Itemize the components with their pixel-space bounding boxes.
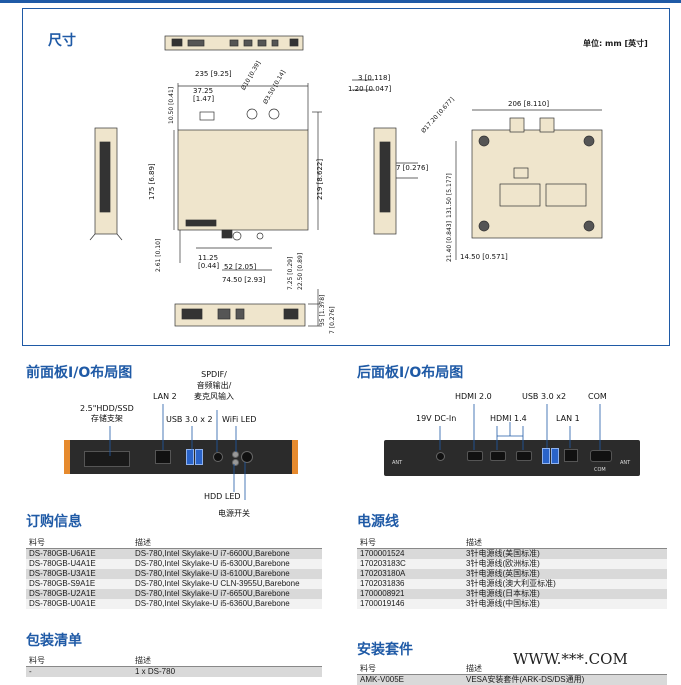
- dim-21-4: 21.40 [0.843]: [446, 221, 453, 262]
- spdif-label: SPDIF/ 音频输出/ 麦克风输入: [194, 369, 234, 402]
- dim-2-61: 2.61 [0.10]: [155, 239, 162, 272]
- dim-1-2: 1.20 [0.047]: [348, 85, 391, 93]
- ant-right-label: ANT: [620, 460, 630, 466]
- front-callout-lines: [64, 400, 304, 500]
- packing-table: 料号 描述 -1 x DS-780: [26, 656, 322, 677]
- front-panel-title: 前面板I/O布局图: [26, 362, 132, 382]
- part-no: DS-780GB-U3A1E: [26, 569, 132, 579]
- description: DS-780,Intel Skylake-U CLN-3955U,Barebon…: [132, 579, 322, 589]
- dim-3: 3 [0.118]: [358, 74, 390, 82]
- part-no: -: [26, 667, 132, 678]
- watermark: WWW.***.COM: [513, 650, 628, 668]
- install-kit-title: 安装套件: [357, 639, 413, 659]
- table-row: -1 x DS-780: [26, 667, 322, 678]
- description: VESA安装套件(ARK-DS/DS通用): [463, 675, 667, 685]
- part-no: 1702031836: [357, 579, 463, 589]
- rear-panel-title: 后面板I/O布局图: [357, 362, 463, 382]
- ordering-title: 订购信息: [26, 511, 82, 531]
- dim-52: 52 [2.05]: [224, 263, 256, 271]
- description: 1 x DS-780: [132, 667, 322, 678]
- part-no: DS-780GB-U0A1E: [26, 599, 132, 609]
- dim-14-5: 14.50 [0.571]: [460, 253, 508, 261]
- header-part-no: 料号: [357, 538, 463, 549]
- description: DS-780,Intel Skylake-U i5-6300U,Barebone: [132, 559, 322, 569]
- header-part-no: 料号: [26, 656, 132, 667]
- dim-7-25: 7.25 [0.29]: [287, 257, 294, 290]
- part-no: 1700008921: [357, 589, 463, 599]
- part-no: DS-780GB-U6A1E: [26, 549, 132, 560]
- ant-left-label: ANT: [392, 460, 402, 466]
- header-description: 描述: [132, 538, 322, 549]
- part-no: DS-780GB-U2A1E: [26, 589, 132, 599]
- dim-7: 7 [0.276]: [329, 306, 336, 334]
- dim-206: 206 [8.110]: [508, 100, 549, 108]
- dim-131-5: 131.50 [5.177]: [446, 173, 453, 218]
- power-cord-title: 电源线: [357, 511, 399, 531]
- part-no: DS-780GB-S9A1E: [26, 579, 132, 589]
- dim-37b: [1.47]: [193, 95, 214, 103]
- part-no: 170203183C: [357, 559, 463, 569]
- top-view-body: [178, 130, 308, 230]
- description: DS-780,Intel Skylake-U i3-6100U,Barebone: [132, 569, 322, 579]
- dim-10-5: 10.50 [0.41]: [168, 87, 175, 124]
- header-part-no: 料号: [357, 664, 463, 675]
- rear-callout-lines: [384, 396, 640, 456]
- hdd-led-label: HDD LED: [204, 492, 241, 501]
- top-rule: [0, 0, 681, 3]
- part-no: 1700001524: [357, 549, 463, 560]
- table-header-row: 料号 描述: [26, 538, 322, 549]
- packing-title: 包装清单: [26, 630, 82, 650]
- table-header-row: 料号 描述: [26, 656, 322, 667]
- description: 3针电源线(美国标准): [463, 549, 667, 560]
- table-header-row: 料号 描述: [357, 538, 667, 549]
- description: 3针电源线(英国标准): [463, 569, 667, 579]
- dimension-drawing: [22, 8, 668, 344]
- description: 3针电源线(欧洲标准): [463, 559, 667, 569]
- dim-22-5: 22.50 [0.89]: [297, 253, 304, 290]
- part-no: AMK-V005E: [357, 675, 463, 685]
- description: 3针电源线(日本标准): [463, 589, 667, 599]
- part-no: DS-780GB-U4A1E: [26, 559, 132, 569]
- description: DS-780,Intel Skylake-U i5-6360U,Barebone: [132, 599, 322, 609]
- dim-37: 37.25: [193, 87, 213, 95]
- description: 3针电源线(中国标准): [463, 599, 667, 609]
- dim-0-276: 7 [0.276]: [396, 164, 428, 172]
- dim-74-5: 74.50 [2.93]: [222, 276, 265, 284]
- description: DS-780,Intel Skylake-U i7-6600U,Barebone: [132, 549, 322, 560]
- power-switch-label: 电源开关: [218, 508, 250, 519]
- dim-35: 35 [1.378]: [319, 295, 326, 326]
- description: DS-780,Intel Skylake-U i7-6650U,Barebone: [132, 589, 322, 599]
- dim-219: 219 [8.622]: [316, 159, 324, 200]
- dim-height: 175 [6.89]: [148, 163, 156, 200]
- dim-width: 235 [9.25]: [195, 70, 232, 78]
- part-no: 1700019146: [357, 599, 463, 609]
- description: 3针电源线(澳大利亚标准): [463, 579, 667, 589]
- com-port-label: COM: [594, 467, 606, 473]
- dim-11-25b: [0.44]: [198, 262, 219, 270]
- header-part-no: 料号: [26, 538, 132, 549]
- header-description: 描述: [132, 656, 322, 667]
- header-description: 描述: [463, 538, 667, 549]
- part-no: 170203180A: [357, 569, 463, 579]
- dim-11-25: 11.25: [198, 254, 218, 262]
